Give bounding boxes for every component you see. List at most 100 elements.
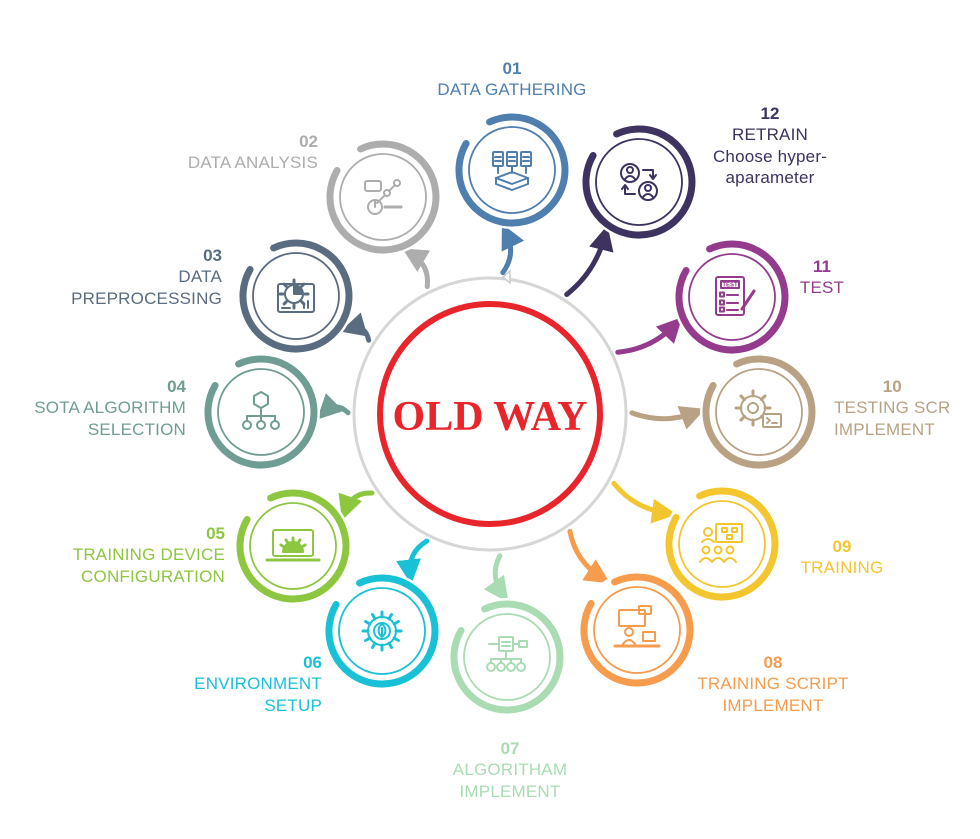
step-node-07 — [448, 598, 566, 716]
eco-gear-icon — [361, 610, 403, 652]
step-node-08 — [578, 571, 696, 689]
step-label-07: 07 ALGORITHAM IMPLEMENT — [453, 738, 567, 802]
node-ring-11 — [675, 240, 789, 354]
connector-arrow-06 — [396, 538, 430, 585]
step-label-01: 01 DATA GATHERING — [437, 58, 586, 101]
node-inner-ring — [595, 138, 683, 226]
classroom-board-icon — [699, 523, 743, 563]
step-number-10: 10 — [882, 377, 902, 396]
step-text-12-b: Choose hyper- — [712, 146, 828, 166]
step-text-01-a: DATA GATHERING — [437, 80, 587, 100]
node-ring-07 — [450, 600, 564, 714]
node-backdrop — [237, 237, 355, 355]
node-inner-ring — [252, 252, 340, 340]
node-inner-ring — [249, 502, 337, 590]
node-ring-09 — [665, 487, 779, 601]
step-text-02-a: DATA ANALYSIS — [187, 153, 318, 173]
step-label-10: 10 TESTING SCR IMPLEMENT — [834, 376, 951, 440]
node-backdrop — [673, 238, 791, 356]
node-ring-05 — [236, 489, 350, 603]
step-number-03: 03 — [203, 246, 222, 265]
gear-terminal-icon — [734, 389, 782, 428]
step-text-07-b: IMPLEMENT — [459, 781, 561, 801]
step-node-02 — [324, 138, 442, 256]
center-title: OLD WAY — [393, 394, 588, 440]
step-node-01 — [453, 111, 571, 229]
connector-arrow-03 — [340, 312, 372, 343]
step-node-06 — [323, 572, 441, 690]
step-label-11: 11 TEST — [800, 256, 844, 299]
step-text-05-a: TRAINING DEVICE — [72, 545, 225, 565]
node-ring-12 — [582, 125, 696, 239]
step-text-04-b: SELECTION — [87, 419, 186, 439]
node-inner-ring — [593, 586, 681, 674]
step-label-12: 12 RETRAIN Choose hyper- aparameter — [713, 103, 827, 188]
step-number-06: 06 — [303, 653, 322, 672]
step-text-06-b: SETUP — [264, 695, 322, 715]
step-number-01: 01 — [502, 59, 522, 78]
step-text-05-b: CONFIGURATION — [81, 566, 225, 586]
step-text-08-b: IMPLEMENT — [722, 695, 824, 715]
step-label-02: 02 DATA ANALYSIS — [188, 131, 318, 174]
documents-upload-icon — [492, 151, 532, 191]
test-glyph: TEST — [722, 283, 738, 289]
step-text-12-c: aparameter — [725, 167, 815, 187]
node-ring-08 — [580, 573, 694, 687]
step-text-03-b: PREPROCESSING — [71, 288, 222, 308]
outer-grey-ring — [352, 276, 628, 552]
connector-arrow-05 — [338, 490, 375, 521]
node-ring-03 — [239, 239, 353, 353]
node-backdrop — [663, 485, 781, 603]
step-nodes: TEST — [202, 111, 818, 716]
laptop-gear-icon — [265, 529, 321, 562]
center-hub: OLD WAY — [377, 301, 603, 527]
step-label-03: 03 DATA PREPROCESSING — [71, 245, 222, 309]
step-text-12-a: RETRAIN — [731, 125, 809, 145]
step-label-06: 06 ENVIRONMENT SETUP — [194, 652, 322, 716]
flowchart-icon — [486, 636, 528, 672]
center-outer-ring — [352, 269, 628, 552]
step-number-11: 11 — [813, 257, 831, 276]
step-text-11-a: TEST — [799, 278, 845, 298]
node-inner-ring — [688, 253, 776, 341]
connector-arrow-02 — [402, 248, 431, 290]
connector-arrow-10 — [629, 406, 706, 430]
step-number-05: 05 — [206, 524, 225, 543]
step-number-07: 07 — [500, 739, 520, 758]
node-ring-04 — [204, 355, 318, 469]
node-inner-ring — [463, 613, 551, 701]
step-text-03-a: DATA — [178, 267, 222, 287]
node-inner-ring — [339, 153, 427, 241]
node-inner-ring — [715, 368, 803, 456]
step-node-05 — [234, 487, 352, 605]
step-node-11: TEST — [673, 238, 791, 356]
step-node-03 — [237, 237, 355, 355]
connector-arrow-08 — [567, 528, 611, 584]
node-inner-ring — [217, 368, 305, 456]
node-inner-ring — [678, 500, 766, 588]
step-text-07-a: ALGORITHAM — [452, 760, 568, 780]
step-number-02: 02 — [299, 132, 318, 151]
step-label-05: 05 TRAINING DEVICE CONFIGURATION — [73, 523, 225, 587]
test-clipboard-icon: TEST — [715, 276, 756, 316]
step-node-10 — [700, 353, 818, 471]
hierarchy-tree-icon — [242, 391, 280, 430]
analytics-chart-icon — [364, 179, 403, 215]
node-inner-ring — [338, 587, 426, 675]
connector-arrow-01 — [500, 223, 525, 276]
node-inner-ring — [468, 126, 556, 214]
step-text-09-a: TRAINING — [800, 558, 884, 578]
step-label-09: 09 TRAINING — [801, 536, 884, 579]
node-ring-01 — [455, 113, 569, 227]
node-backdrop — [578, 571, 696, 689]
step-text-10-a: TESTING SCR — [834, 398, 951, 418]
step-number-04: 04 — [167, 377, 186, 396]
step-text-06-a: ENVIRONMENT — [194, 674, 322, 694]
connector-arrow-12 — [564, 225, 614, 297]
step-text-10-b: IMPLEMENT — [834, 419, 935, 439]
center-circle — [377, 301, 603, 527]
gear-report-icon — [277, 278, 315, 313]
connector-arrow-11 — [615, 317, 683, 355]
